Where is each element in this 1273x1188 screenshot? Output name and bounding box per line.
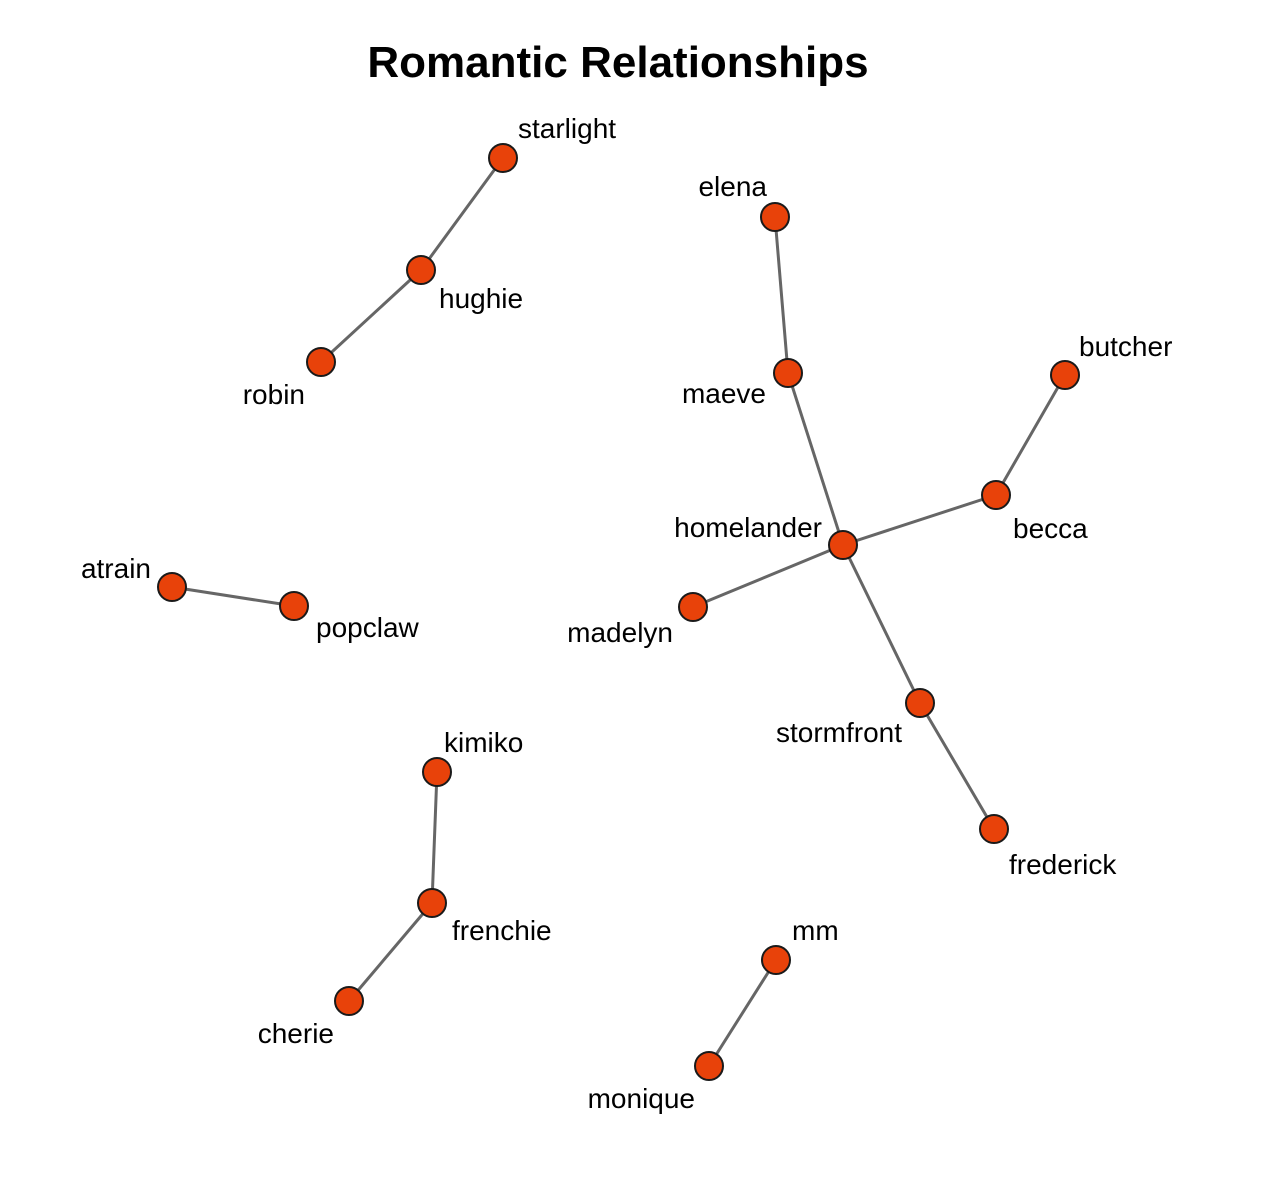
node-mm [761,945,791,975]
edge-stormfront-frederick [918,701,996,831]
node-label-stormfront: stormfront [776,717,902,748]
edge-starlight-hughie [419,156,505,272]
edge-hughie-robin [319,268,423,364]
node-label-butcher: butcher [1079,331,1172,362]
node-madelyn [678,592,708,622]
edge-mm-monique [707,958,778,1068]
node-label-frenchie: frenchie [452,915,552,946]
node-monique [694,1051,724,1081]
node-label-maeve: maeve [682,378,766,409]
labels-layer: starlight hughie robin elena maeve butcher bec… [81,113,1172,1114]
node-starlight [488,143,518,173]
node-maeve [773,358,803,388]
edge-homelander-stormfront [841,543,922,705]
node-label-atrain: atrain [81,553,151,584]
node-cherie [334,986,364,1016]
node-elena [760,202,790,232]
node-popclaw [279,591,309,621]
edge-atrain-popclaw [170,585,296,608]
edge-butcher-becca [994,373,1067,497]
nodes-layer [157,143,1080,1081]
node-label-cherie: cherie [258,1018,334,1049]
edges-layer [170,156,1067,1068]
node-label-monique: monique [588,1083,695,1114]
node-hughie [406,255,436,285]
node-label-hughie: hughie [439,283,523,314]
node-label-homelander: homelander [674,512,822,543]
node-butcher [1050,360,1080,390]
edge-maeve-homelander [786,371,845,547]
edge-becca-homelander [841,493,998,547]
node-label-frederick: frederick [1009,849,1117,880]
node-label-mm: mm [792,915,839,946]
node-label-popclaw: popclaw [316,612,420,643]
node-label-madelyn: madelyn [567,617,673,648]
node-label-starlight: starlight [518,113,616,144]
node-robin [306,347,336,377]
node-label-becca: becca [1013,513,1088,544]
node-homelander [828,530,858,560]
node-stormfront [905,688,935,718]
node-kimiko [422,757,452,787]
node-label-kimiko: kimiko [444,727,523,758]
edge-frenchie-cherie [347,901,434,1003]
node-frenchie [417,888,447,918]
node-atrain [157,572,187,602]
node-label-robin: robin [243,379,305,410]
node-frederick [979,814,1009,844]
edge-elena-maeve [773,215,790,375]
edge-kimiko-frenchie [430,770,439,905]
node-becca [981,480,1011,510]
chart-title: Romantic Relationships [367,38,869,87]
edge-homelander-madelyn [691,543,845,609]
node-label-elena: elena [698,171,767,202]
